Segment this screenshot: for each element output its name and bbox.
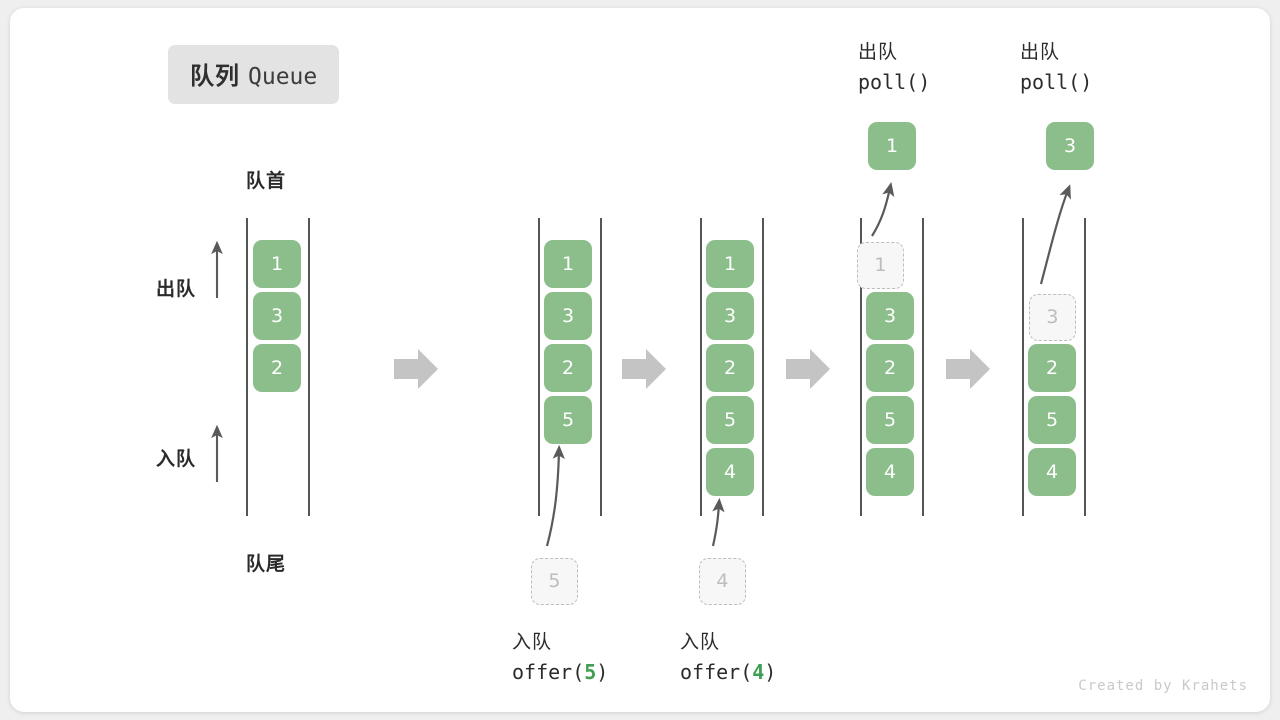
queue-cell-ghost: 1 [857, 242, 904, 289]
code-arg: 4 [752, 660, 765, 685]
queue-cell: 3 [706, 292, 754, 340]
queue-rail-right-q4 [1084, 218, 1086, 516]
queue-cell: 4 [1028, 448, 1076, 496]
operation-label-cn: 出队 [858, 42, 899, 63]
ejected-cell: 3 [1046, 122, 1094, 170]
queue-cell: 5 [1028, 396, 1076, 444]
queue-cell: 3 [544, 292, 592, 340]
queue-rail-left-q0 [246, 218, 248, 516]
watermark-credit: Created by Krahets [1078, 678, 1248, 694]
queue-rail-right-q2 [762, 218, 764, 516]
code-post: ) [764, 660, 777, 685]
queue-cell: 1 [253, 240, 301, 288]
queue-cell: 5 [866, 396, 914, 444]
code-post: ) [596, 660, 609, 685]
arrows-overlay [211, 181, 1071, 547]
operation-label-code: poll() [858, 70, 931, 95]
step-arrow-0-1 [394, 349, 438, 389]
operation-label-poll-1: 出队 poll() [858, 38, 930, 98]
step-arrow-1-2 [622, 349, 666, 389]
tail-label: 队尾 [246, 554, 287, 575]
ejected-cell: 1 [868, 122, 916, 170]
operation-label-cn: 入队 [680, 632, 721, 653]
enqueue-arrow-5 [545, 444, 565, 547]
queue-rail-right-q1 [600, 218, 602, 516]
operation-label-offer-4: 入队 offer(4) [680, 628, 776, 688]
queue-rail-left-q4 [1022, 218, 1024, 516]
step-arrow-2-3 [786, 349, 830, 389]
queue-cell: 1 [544, 240, 592, 288]
operation-label-code: offer(4) [680, 657, 776, 688]
diagram-card: 队列 Queue 队首 队尾 出队 入队 1 3 2 1 3 2 5 5 入队 o… [10, 8, 1270, 712]
queue-rail-right-q0 [308, 218, 310, 516]
enqueue-label: 入队 [156, 449, 197, 470]
queue-cell: 2 [544, 344, 592, 392]
dequeue-arrow-1 [871, 181, 895, 237]
queue-cell: 2 [253, 344, 301, 392]
queue-cell: 3 [253, 292, 301, 340]
head-label: 队首 [246, 171, 287, 192]
queue-cell: 1 [706, 240, 754, 288]
queue-cell: 2 [706, 344, 754, 392]
operation-label-offer-5: 入队 offer(5) [512, 628, 608, 688]
queue-cell: 5 [706, 396, 754, 444]
queue-cell: 4 [866, 448, 914, 496]
code-pre: offer( [680, 660, 753, 685]
queue-cell: 2 [1028, 344, 1076, 392]
diagram-stage: 队列 Queue 队首 队尾 出队 入队 1 3 2 1 3 2 5 5 入队 o… [10, 8, 1270, 712]
queue-cell: 2 [866, 344, 914, 392]
operation-label-code: offer(5) [512, 657, 608, 688]
code-arg: 5 [584, 660, 597, 685]
code-pre: offer( [512, 660, 585, 685]
queue-rail-left-q3 [860, 218, 862, 516]
title-english: Queue [248, 64, 318, 90]
enqueue-arrow-4 [711, 497, 725, 547]
title-chinese: 队列 [190, 63, 240, 90]
dequeue-arrow-3 [1039, 184, 1071, 285]
queue-cell: 3 [866, 292, 914, 340]
queue-cell: 4 [706, 448, 754, 496]
queue-cell: 5 [544, 396, 592, 444]
incoming-ghost-cell: 5 [531, 558, 578, 605]
queue-rail-left-q2 [700, 218, 702, 516]
queue-rail-left-q1 [538, 218, 540, 516]
diagram-title-badge: 队列 Queue [168, 45, 340, 104]
queue-rail-right-q3 [922, 218, 924, 516]
incoming-ghost-cell: 4 [699, 558, 746, 605]
operation-label-poll-3: 出队 poll() [1020, 38, 1092, 98]
step-arrow-3-4 [946, 349, 990, 389]
queue-cell-ghost: 3 [1029, 294, 1076, 341]
operation-label-cn: 入队 [512, 632, 553, 653]
operation-label-code: poll() [1020, 70, 1093, 95]
dequeue-label: 出队 [156, 279, 197, 300]
operation-label-cn: 出队 [1020, 42, 1061, 63]
